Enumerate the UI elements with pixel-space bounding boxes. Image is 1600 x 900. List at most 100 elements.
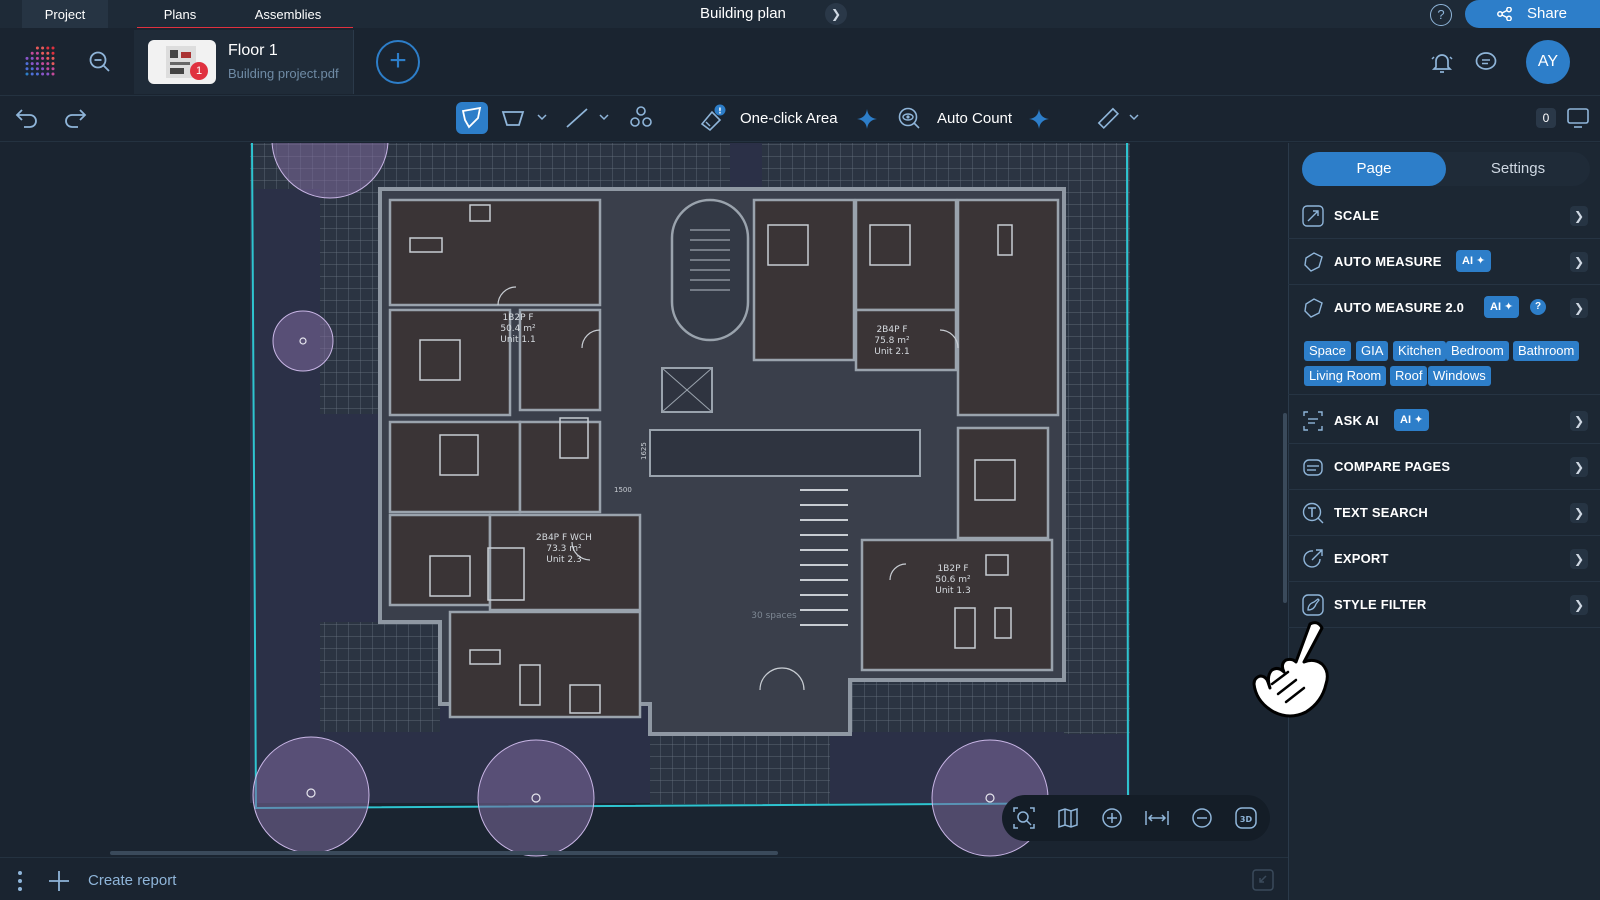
- ai-badge: AI ✦: [1456, 250, 1492, 272]
- share-button[interactable]: Share: [1465, 0, 1600, 28]
- file-card[interactable]: 1 Floor 1 Building project.pdf: [134, 30, 354, 94]
- zoom-fit-icon[interactable]: [1012, 806, 1036, 830]
- chevron-right-icon[interactable]: ❯: [825, 3, 847, 25]
- dim-label: 1625: [640, 442, 648, 460]
- tab-project[interactable]: Project: [22, 0, 108, 30]
- compare-pages-row[interactable]: COMPARE PAGES ❯: [1288, 444, 1600, 490]
- help-icon[interactable]: ?: [1530, 299, 1546, 315]
- unit-name-label: Unit 1.1: [500, 335, 536, 345]
- page-title[interactable]: Building plan: [700, 5, 786, 22]
- one-click-area-label[interactable]: One-click Area: [740, 110, 838, 127]
- chevron-right-icon[interactable]: ❯: [1570, 503, 1588, 523]
- more-vertical-icon[interactable]: [16, 870, 24, 892]
- chip-bathroom[interactable]: Bathroom: [1513, 341, 1580, 361]
- unit-type-label: 2B4P F WCH: [536, 533, 592, 543]
- horizontal-scrollbar[interactable]: [110, 851, 778, 855]
- 3d-view-icon[interactable]: 3D: [1234, 806, 1258, 830]
- unit-name-label: Unit 1.3: [935, 586, 971, 596]
- row-label: EXPORT: [1334, 551, 1389, 566]
- tab-settings[interactable]: Settings: [1490, 160, 1546, 177]
- vertical-scrollbar[interactable]: [1283, 413, 1287, 603]
- zoom-controls: [1002, 795, 1270, 841]
- tab-plans[interactable]: Plans: [163, 7, 197, 22]
- chevron-right-icon[interactable]: ❯: [1570, 549, 1588, 569]
- scale-row[interactable]: SCALE ❯: [1288, 193, 1600, 239]
- chevron-down-icon[interactable]: [536, 112, 548, 122]
- chip-windows[interactable]: Windows: [1428, 366, 1491, 386]
- notification-badge: 1: [190, 62, 208, 80]
- toolbar: [0, 96, 1600, 142]
- unit-area-label: 73.3 m²: [546, 544, 582, 554]
- search-minus-icon[interactable]: [88, 50, 112, 74]
- style-filter-icon: [1302, 594, 1324, 616]
- chevron-right-icon[interactable]: ❯: [1570, 252, 1588, 272]
- floor-name: Floor 1: [228, 42, 278, 59]
- unit-area-label: 75.8 m²: [874, 336, 910, 346]
- export-row[interactable]: EXPORT ❯: [1288, 536, 1600, 582]
- row-label: COMPARE PAGES: [1334, 459, 1451, 474]
- chip-living-room[interactable]: Living Room: [1304, 366, 1387, 386]
- redo-icon[interactable]: [62, 107, 88, 129]
- file-name: Building project.pdf: [228, 66, 339, 81]
- add-page-button[interactable]: +: [376, 40, 420, 84]
- zoom-out-icon[interactable]: [1190, 806, 1214, 830]
- one-click-area-icon[interactable]: !: [698, 104, 728, 132]
- rectangle-tool-icon[interactable]: [500, 106, 526, 130]
- bell-icon[interactable]: [1430, 50, 1454, 74]
- chevron-right-icon[interactable]: ❯: [1570, 206, 1588, 226]
- dim-label: 1500: [614, 486, 632, 494]
- chevron-right-icon[interactable]: ❯: [1570, 411, 1588, 431]
- row-label: ASK AI: [1334, 413, 1379, 428]
- file-thumbnail: [148, 40, 216, 84]
- auto-count-icon[interactable]: [896, 106, 922, 130]
- chip-kitchen[interactable]: Kitchen: [1393, 341, 1447, 361]
- row-label: TEXT SEARCH: [1334, 505, 1428, 520]
- ruler-icon[interactable]: [1096, 106, 1120, 130]
- style-filter-row[interactable]: STYLE FILTER ❯: [1288, 582, 1600, 628]
- unit-area-label: 50.6 m²: [935, 575, 971, 585]
- compare-pages-icon: [1303, 459, 1323, 476]
- row-label: STYLE FILTER: [1334, 597, 1427, 612]
- apps-grid-icon[interactable]: [24, 45, 56, 77]
- area-tool-button[interactable]: [456, 102, 488, 134]
- unit-type-label: 1B2P F: [937, 564, 968, 574]
- undo-icon[interactable]: [14, 107, 40, 129]
- unit-name-label: Unit 2.3: [546, 555, 582, 565]
- text-search-row[interactable]: TEXT SEARCH ❯: [1288, 490, 1600, 536]
- auto-count-label[interactable]: Auto Count: [937, 110, 1013, 127]
- plus-icon[interactable]: [48, 870, 70, 892]
- chip-bedroom[interactable]: Bedroom: [1446, 341, 1509, 361]
- chip-space[interactable]: Space: [1304, 341, 1351, 361]
- tab-assemblies[interactable]: Assemblies: [254, 7, 322, 22]
- collapse-icon[interactable]: [1252, 869, 1274, 891]
- zoom-in-icon[interactable]: [1100, 806, 1124, 830]
- auto-measure-icon: [1304, 252, 1323, 272]
- chevron-down-icon[interactable]: [598, 112, 610, 122]
- right-panel: [1288, 143, 1600, 900]
- chevron-right-icon[interactable]: ❯: [1570, 457, 1588, 477]
- line-tool-icon[interactable]: [564, 106, 590, 130]
- avatar[interactable]: AY: [1526, 40, 1570, 84]
- auto-measure-row[interactable]: AUTO MEASURE AI ✦ ❯: [1288, 239, 1600, 285]
- chip-roof[interactable]: Roof: [1390, 366, 1428, 386]
- auto-measure-2-row[interactable]: AUTO MEASURE 2.0 AI ✦ ? ❯: [1288, 285, 1600, 395]
- row-label: AUTO MEASURE 2.0: [1334, 300, 1465, 315]
- row-label: AUTO MEASURE: [1334, 254, 1442, 269]
- chip-gia[interactable]: GIA: [1356, 341, 1389, 361]
- chevron-right-icon[interactable]: ❯: [1570, 298, 1588, 318]
- chevron-right-icon[interactable]: ❯: [1570, 595, 1588, 615]
- sparkle-icon: [1029, 109, 1049, 129]
- chevron-down-icon[interactable]: [1128, 112, 1140, 122]
- create-report-button[interactable]: Create report: [88, 872, 177, 889]
- monitor-icon[interactable]: [1566, 106, 1590, 130]
- count-tool-icon[interactable]: [628, 104, 654, 130]
- help-icon[interactable]: ?: [1430, 4, 1452, 26]
- chat-icon[interactable]: [1474, 50, 1498, 74]
- share-icon: [1497, 7, 1512, 21]
- map-icon[interactable]: [1056, 806, 1080, 830]
- fit-width-icon[interactable]: [1144, 806, 1170, 830]
- tab-page[interactable]: Page: [1302, 152, 1446, 186]
- ask-ai-row[interactable]: ASK AI AI ✦ ❯: [1288, 398, 1600, 444]
